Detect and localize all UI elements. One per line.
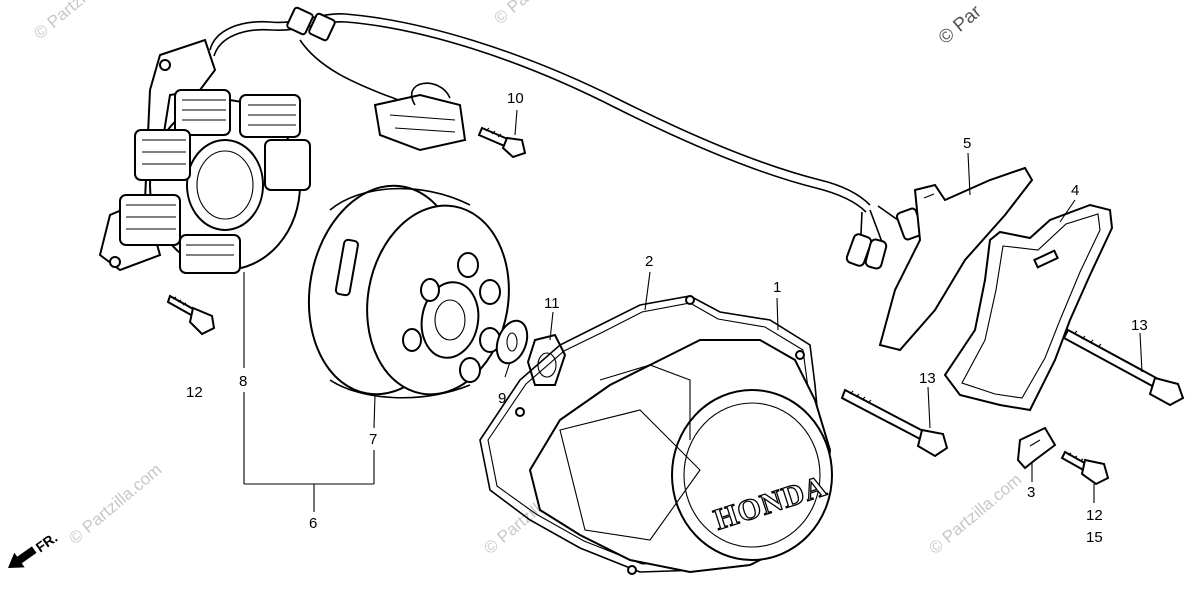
flywheel	[307, 184, 510, 399]
watermark-corner-text: © Par	[935, 1, 986, 49]
callout-15: 15	[1086, 529, 1103, 546]
wiring-harness	[209, 6, 925, 270]
callout-10: 10	[507, 90, 524, 107]
front-direction-marker: FR.	[8, 529, 61, 568]
bolt-14	[1062, 328, 1185, 407]
callout-12-left: 12	[186, 384, 203, 401]
guard-4	[943, 203, 1114, 412]
bolt-10	[477, 126, 527, 159]
clip-3	[1016, 426, 1057, 470]
guard-5	[878, 166, 1034, 352]
callout-2: 2	[645, 253, 653, 270]
callout-4: 4	[1071, 182, 1079, 199]
callout-13: 13	[919, 370, 936, 387]
callout-numbers: 10 5 4 2 1 11 13 13 8 12 9 7 3 12 6 15	[186, 90, 1148, 546]
bolt-12-left	[166, 294, 216, 336]
callout-6: 6	[309, 515, 317, 532]
front-arrow-icon	[8, 546, 37, 568]
watermark-text: © Partzilla.com	[30, 0, 130, 43]
callout-14: 13	[1131, 317, 1148, 334]
bolt-12-right	[1060, 450, 1110, 486]
leader-lines	[243, 109, 1143, 512]
callout-3: 3	[1027, 484, 1035, 501]
bolt-13	[840, 388, 949, 458]
front-label: FR.	[33, 529, 61, 555]
watermark-text: © Partzilla.com	[490, 0, 590, 28]
crankcase-cover: HONDA	[528, 339, 833, 574]
callout-12-right: 12	[1086, 507, 1103, 524]
callout-9: 9	[498, 390, 506, 407]
callout-1: 1	[773, 279, 781, 296]
callout-11: 11	[544, 295, 560, 312]
stator-assembly	[98, 38, 311, 274]
callout-7: 7	[369, 431, 377, 448]
watermark-text: © Partzilla.com	[925, 470, 1025, 558]
callout-5: 5	[963, 135, 971, 152]
callout-8: 8	[239, 373, 247, 390]
watermark-text: © Partzilla.com	[65, 460, 165, 548]
